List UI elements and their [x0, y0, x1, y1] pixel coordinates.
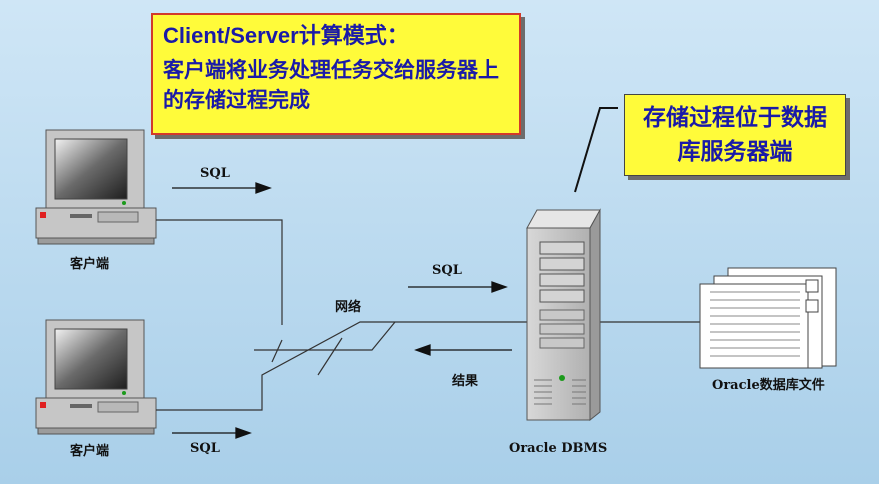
result-label: 结果 [452, 374, 479, 389]
sql-label-server: SQL [432, 263, 462, 278]
network-label: 网络 [335, 300, 362, 315]
client-label-top: 客户端 [70, 257, 110, 272]
server-tower [526, 208, 601, 422]
sql-label-bottom: SQL [190, 441, 220, 456]
sql-arrow-server [408, 281, 508, 293]
client-computer-bottom [35, 319, 157, 435]
sql-label-top: SQL [200, 166, 230, 181]
sql-arrow-top [172, 182, 272, 194]
server-label: Oracle DBMS [509, 441, 608, 456]
arrows [172, 182, 512, 439]
network-lines [156, 219, 700, 411]
callout-pointer [574, 107, 618, 193]
database-files-icon [699, 267, 837, 369]
result-arrow [414, 344, 512, 356]
callout-body: 客户端将业务处理任务交给服务器上的存储过程完成 [163, 58, 499, 112]
db-files-label: Oracle数据库文件 [712, 378, 825, 393]
callout-cs-model: Client/Server计算模式： 客户端将业务处理任务交给服务器上的存储过程… [151, 13, 521, 135]
callout-title: Client/Server计算模式： [163, 23, 409, 48]
callout-stored-procedure: 存储过程位于数据库服务器端 [624, 94, 846, 176]
client-computer-top [35, 129, 157, 245]
callout-side-text: 存储过程位于数据库服务器端 [643, 105, 827, 165]
client-label-bottom: 客户端 [70, 444, 110, 459]
sql-arrow-bottom [172, 427, 252, 439]
